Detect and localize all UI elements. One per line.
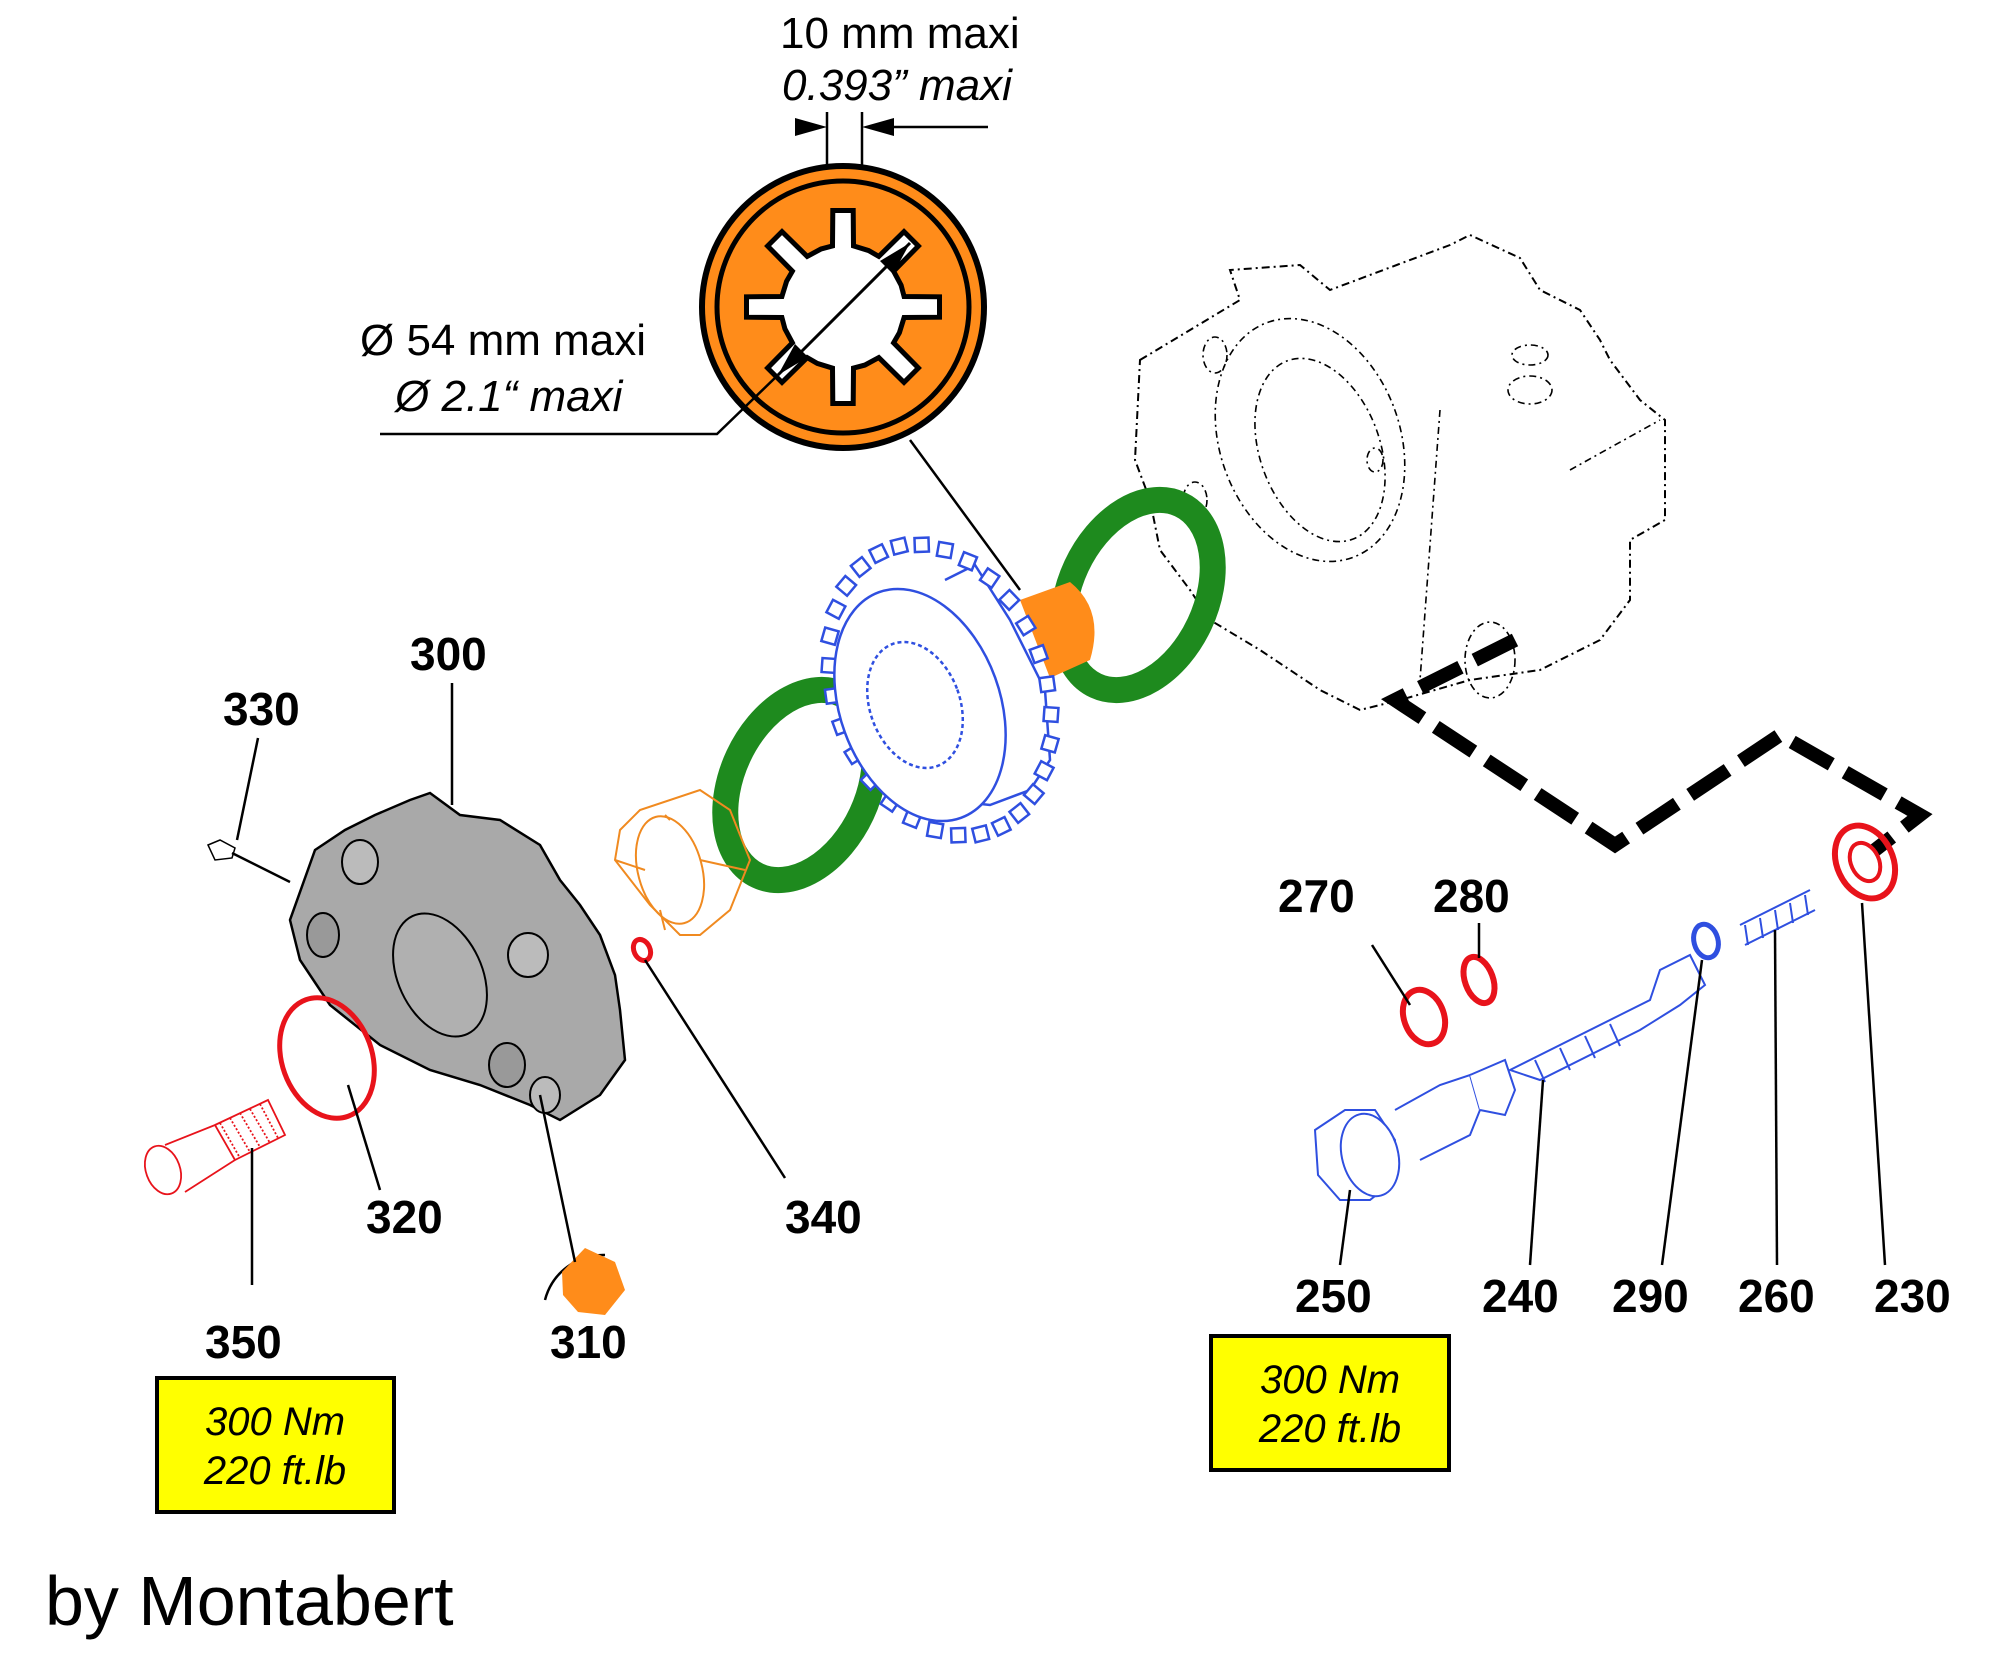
part-label-320: 320 — [366, 1191, 443, 1243]
part-label-290: 290 — [1612, 1270, 1689, 1322]
gear-tooth — [1042, 705, 1060, 724]
slot-width-dimension: 10 mm maxi 0.393” maxi — [780, 9, 1020, 205]
part-label-310: 310 — [550, 1316, 627, 1368]
o-ring-320 — [277, 995, 377, 1121]
dim-arrow-left-icon — [862, 118, 894, 136]
part-label-260: 260 — [1738, 1270, 1815, 1322]
seal-230-inner — [1847, 840, 1883, 884]
thrust-washer — [613, 788, 752, 936]
part-label-350: 350 — [205, 1316, 282, 1368]
gear-tooth — [819, 625, 841, 647]
gear-tooth — [834, 574, 858, 598]
diameter-leader — [380, 374, 779, 436]
credit-text: by Montabert — [45, 1562, 454, 1640]
plug-330 — [206, 839, 291, 884]
gear — [819, 536, 1061, 844]
torque-350-imperial: 220 ft.lb — [203, 1449, 346, 1493]
part-label-280: 280 — [1433, 870, 1510, 922]
gear-tooth — [970, 823, 991, 844]
spline-hole — [744, 208, 942, 406]
housing-outline — [1133, 233, 1666, 712]
gear-tooth — [913, 536, 931, 554]
bearing-ring-right — [1050, 486, 1226, 704]
valve-assembly — [1313, 889, 1816, 1201]
ring-to-bushing-leader — [908, 439, 1022, 591]
gear-tooth — [1014, 614, 1038, 637]
torque-350-metric: 300 Nm — [205, 1400, 345, 1444]
o-ring-340 — [630, 936, 654, 964]
bushing — [1020, 582, 1095, 678]
gear-tooth — [925, 820, 945, 840]
spline-ring-detail: Ø 54 mm maxi Ø 2.1“ maxi — [360, 163, 1022, 591]
gear-tooth — [990, 815, 1013, 838]
part-label-240: 240 — [1482, 1270, 1559, 1322]
part-label-340: 340 — [785, 1191, 862, 1243]
pump-body — [288, 791, 627, 1122]
gear-tooth — [957, 550, 979, 572]
slot-width-metric-label: 10 mm maxi — [780, 9, 1020, 58]
ring-inner-edge — [714, 178, 972, 436]
gear-tooth — [889, 536, 910, 557]
part-label-330: 330 — [223, 683, 300, 735]
gear-tooth — [1007, 801, 1031, 825]
part-label-250: 250 — [1295, 1270, 1372, 1322]
gear-tooth — [997, 588, 1021, 612]
part-label-270: 270 — [1278, 870, 1355, 922]
diameter-imperial-label: Ø 2.1“ maxi — [393, 372, 624, 421]
torque-250-imperial: 220 ft.lb — [1258, 1407, 1401, 1451]
leader-lines — [235, 683, 1887, 1285]
gear-tooth — [1037, 674, 1057, 694]
assembly-path-dashed — [1381, 633, 1933, 856]
gear-tooth — [1039, 733, 1061, 755]
diameter-metric-label: Ø 54 mm maxi — [360, 316, 646, 365]
gear-tooth — [824, 598, 848, 621]
cap-screw-350 — [143, 1098, 287, 1196]
gear-tooth — [949, 826, 967, 844]
plug-310 — [543, 1248, 625, 1315]
gear-tooth — [849, 555, 873, 579]
dim-arrow-right-icon — [795, 118, 827, 136]
o-ring-270 — [1399, 986, 1449, 1048]
diameter-arrow-bottom-icon — [778, 344, 808, 375]
gear-tooth — [1032, 759, 1056, 782]
part-label-300: 300 — [410, 628, 487, 680]
gear-tooth — [978, 566, 1002, 590]
torque-box-250: 300 Nm 220 ft.lb — [1209, 1334, 1451, 1472]
seal-230 — [1831, 822, 1899, 902]
torque-250-metric: 300 Nm — [1260, 1358, 1400, 1402]
gear-tooth — [1028, 643, 1050, 665]
gear-tooth — [867, 542, 890, 565]
slot-width-imperial-label: 0.393” maxi — [782, 61, 1013, 110]
part-label-230: 230 — [1874, 1270, 1951, 1322]
gear-tooth — [1022, 782, 1046, 806]
torque-box-350: 300 Nm 220 ft.lb — [155, 1376, 396, 1514]
o-ring-280 — [1460, 953, 1498, 1007]
diameter-arrow-top-icon — [880, 243, 910, 274]
gear-tooth — [935, 540, 955, 560]
